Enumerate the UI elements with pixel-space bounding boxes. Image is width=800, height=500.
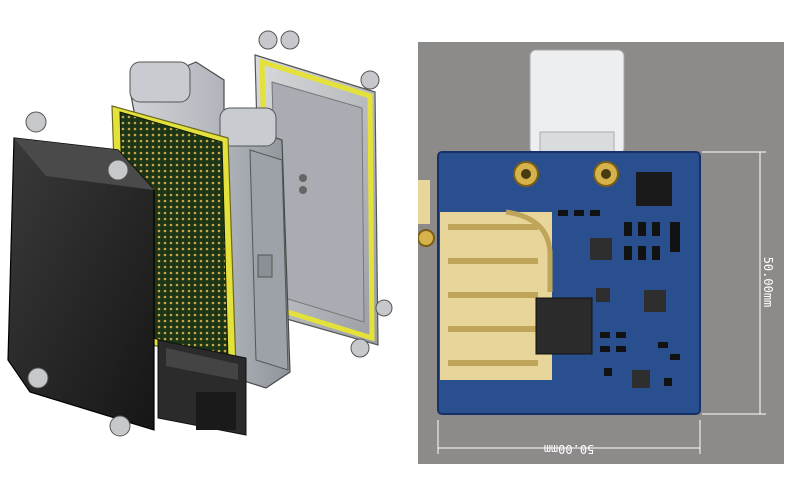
width-dimension-label: 50.00mm <box>544 442 595 456</box>
pcb-layout-drawing: 50.00mm 50.00mm <box>418 49 775 456</box>
connector-block <box>157 339 247 436</box>
front-cover <box>7 111 155 437</box>
exploded-enclosure-render <box>7 30 393 437</box>
height-dimension-label: 50.00mm <box>761 257 775 308</box>
processor-chip <box>535 297 593 355</box>
pcb-layout-view: 50.00mm 50.00mm <box>418 42 784 464</box>
